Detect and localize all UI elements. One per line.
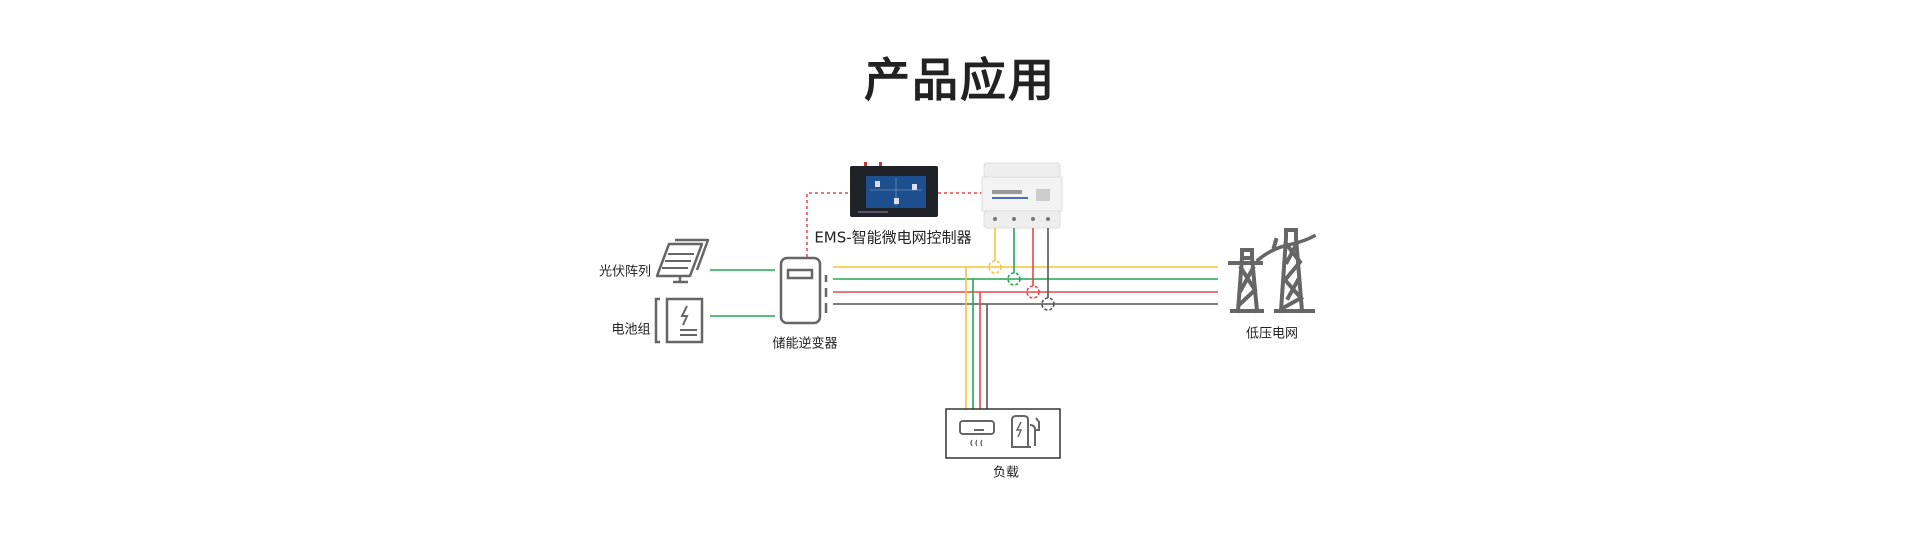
ev-charger-icon [1011, 415, 1040, 448]
ems-controller-image [850, 162, 938, 217]
page-title: 产品应用 [864, 53, 1056, 107]
load-label: 负载 [992, 465, 1020, 481]
inverter-icon [779, 256, 828, 325]
meter-device-image [981, 162, 1063, 229]
ct-sensor-a [988, 260, 1002, 274]
comm-lines [806, 192, 982, 257]
load-box [945, 408, 1061, 459]
ems-label: EMS-智能微电网控制器 [814, 228, 972, 247]
pv-array-label: 光伏阵列 [598, 264, 652, 280]
inverter-label: 储能逆变器 [772, 336, 838, 352]
solar-panel-icon [655, 238, 710, 284]
ct-sensor-b [1007, 272, 1021, 286]
air-conditioner-icon [959, 420, 995, 447]
ac-bus [833, 228, 1218, 409]
dc-lines [710, 269, 775, 317]
battery-icon [654, 297, 704, 344]
ct-sensor-n [1041, 297, 1055, 311]
grid-label: 低压电网 [1245, 326, 1299, 342]
battery-label: 电池组 [611, 322, 651, 338]
ct-sensor-c [1026, 285, 1040, 299]
power-tower-icon [1228, 228, 1317, 314]
